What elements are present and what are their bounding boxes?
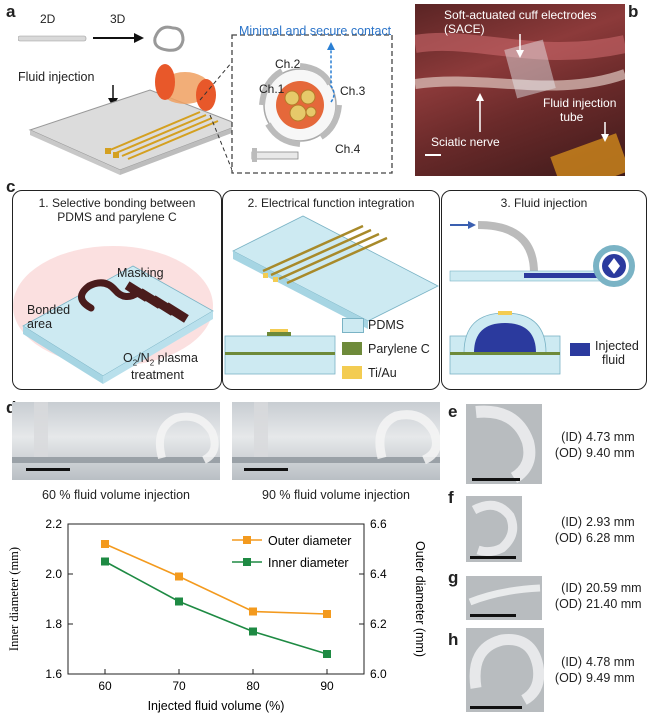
panel-a-label: a [6,2,16,21]
step3-box: 3. Fluid injection Injected fluid [441,190,647,390]
data-point [175,572,183,581]
data-point [323,610,331,618]
legend-swatch-parylene [342,342,362,355]
legend-parylene-label: Parylene C [368,342,430,356]
2d-to-3d-illustration [18,25,185,52]
panel-e-label: e [448,402,458,421]
legend-label: Outer diameter [268,534,351,548]
y2-tick-label: 6.2 [370,617,387,631]
dimensions-e: (ID)4.73 mm (OD)9.40 mm [554,430,635,460]
photo-f [466,496,522,562]
data-point [249,627,257,636]
sace-label: Soft-actuated cuff electrodes [444,8,597,22]
y-tick-label: 1.6 [45,667,62,681]
bonded-line2: area [27,317,53,331]
sace-abbr-label: (SACE) [444,22,485,36]
panel-g-label: g [448,568,459,587]
photo-90-percent [232,402,440,480]
dimensions-g: (ID)20.59 mm (OD)21.40 mm [554,581,642,611]
x-tick-label: 60 [98,679,112,693]
y-tick-label: 1.8 [45,617,62,631]
caption-60: 60 % fluid volume injection [42,488,190,502]
legend-swatch-fluid [570,343,590,356]
diameter-chart: 60 70 80 90 1.6 1.8 2.0 2.2 6.0 6.2 6.4 6.6Injected… [7,517,427,713]
y2-tick-label: 6.4 [370,567,387,581]
step2-illustration [224,215,439,375]
x-tick-label: 90 [320,679,334,693]
legend-swatch-tiau [342,366,362,379]
photo-60-percent [12,402,220,480]
series-line [104,543,328,615]
x-tick-label: 80 [246,679,260,693]
photo-e [466,404,542,484]
plasma-line2: treatment [131,368,184,382]
dimensions-f: (ID)2.93 mm (OD)6.28 mm [554,515,635,545]
channel-4-label: Ch.4 [335,142,361,156]
injected-line2: fluid [602,353,625,367]
step3-illustration [449,221,635,375]
step3-title: 3. Fluid injection [500,196,588,210]
device-schematic [28,34,393,175]
masking-label: Masking [117,266,164,280]
tube-label-line2: tube [560,110,584,124]
channel-1-label: Ch.1 [259,82,285,96]
tube-label-line1: Fluid injection [543,96,617,110]
legend-label: Inner diameter [268,556,349,570]
step1-illustration [13,246,214,384]
photo-h [466,628,544,712]
y2-tick-label: 6.6 [370,517,387,531]
panel-h-label: h [448,630,459,649]
legend-marker [243,558,251,566]
panel-d-label: d [6,398,16,418]
y-tick-label: 2.0 [45,567,62,581]
legend-marker [243,536,251,544]
legend-tiau-label: Ti/Au [368,366,397,380]
surgery-photo [415,4,625,176]
step1-box: 1. Selective bonding between PDMS and pa… [12,190,222,390]
x-tick-label: 70 [172,679,186,693]
channel-3-label: Ch.3 [340,84,366,98]
step1-title-line2: PDMS and parylene C [57,210,177,224]
data-point [175,597,183,606]
fluid-injection-label: Fluid injection [18,70,95,84]
step1-title-line1: 1. Selective bonding between [38,196,196,210]
bonded-line1: Bonded [27,303,71,317]
y2-axis-label: Outer diameter (mm) [413,541,427,657]
photo-g [466,576,542,620]
plot-frame [67,523,365,675]
plasma-line1: O2/N2 plasma [123,351,198,368]
step2-title: 2. Electrical function integration [247,196,415,210]
caption-90: 90 % fluid volume injection [262,488,410,502]
y-axis-label: Inner diameter (mm) [7,547,21,651]
y-tick-label: 2.2 [45,517,62,531]
panel-c-label: c [6,177,16,196]
data-point [323,650,331,658]
data-point [101,540,109,548]
x-axis-label: Injected fluid volume (%) [148,699,285,713]
panel-f-label: f [448,488,454,507]
step2-box: 2. Electrical function integration PDMS … [222,190,440,390]
legend-swatch-pdms [342,318,364,333]
panel-b-label: b [628,2,639,21]
injected-line1: Injected [595,339,639,353]
legend-pdms-label: PDMS [368,318,405,332]
minimal-contact-label: Minimal and secure contact [239,24,392,38]
data-point [249,607,257,616]
label-3d: 3D [110,12,126,26]
series-line [104,560,328,655]
data-point [101,557,109,566]
label-2d: 2D [40,12,56,26]
channel-2-label: Ch.2 [275,57,301,71]
dimensions-h: (ID)4.78 mm (OD)9.49 mm [554,655,635,685]
y2-tick-label: 6.0 [370,667,387,681]
sciatic-nerve-label: Sciatic nerve [431,135,500,149]
photo-arrows [476,34,609,142]
